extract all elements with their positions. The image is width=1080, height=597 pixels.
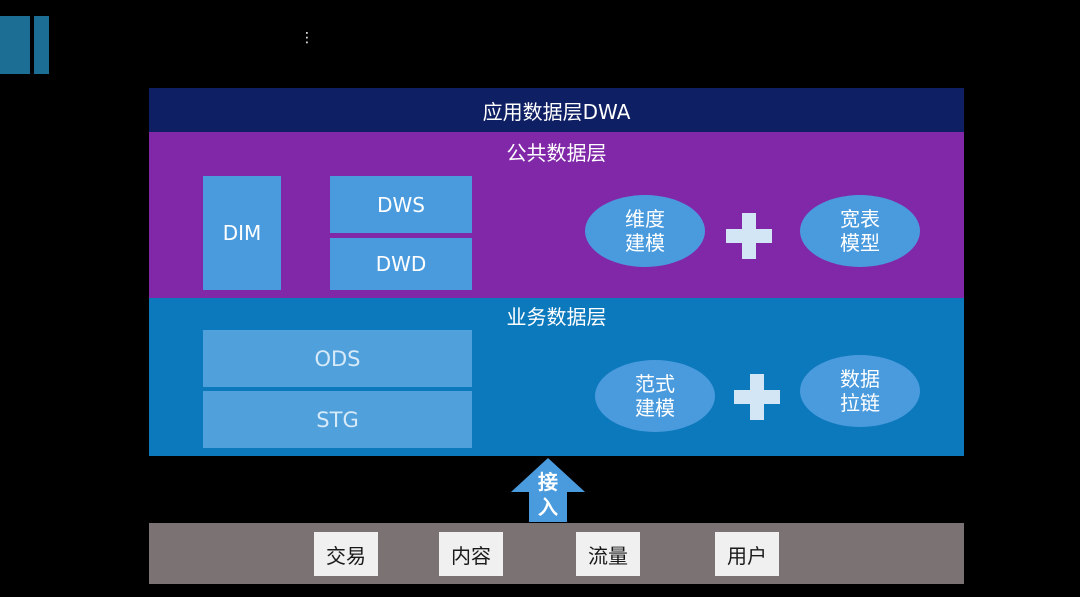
source-label: 内容 (451, 543, 491, 568)
normal-form-modeling-ellipse: 范式 建模 (595, 360, 715, 432)
source-chip-content: 内容 (439, 532, 503, 576)
source-label: 用户 (727, 543, 767, 568)
access-label: 接 入 (530, 470, 566, 520)
data-zipper-ellipse: 数据 拉链 (800, 355, 920, 427)
decorative-bar-left (0, 16, 30, 74)
decorative-bar-right (34, 16, 49, 74)
business-data-layer: 业务数据层 ODS STG 范式 建模 数据 拉链 (149, 298, 964, 456)
ods-box: ODS (203, 330, 472, 387)
common-data-layer: 公共数据层 DIM DWS DWD 维度 建模 宽表 模型 (149, 132, 964, 298)
ellipse-line-2: 拉链 (840, 391, 880, 415)
ellipse-line-1: 范式 (635, 372, 675, 396)
dimension-modeling-ellipse: 维度 建模 (585, 195, 705, 267)
ellipse-line-1: 数据 (840, 367, 880, 391)
ellipse-line-2: 建模 (625, 231, 665, 255)
application-data-layer: 应用数据层DWA (149, 88, 964, 132)
decorative-mark: ⋮ (300, 30, 314, 46)
wide-table-model-ellipse: 宽表 模型 (800, 195, 920, 267)
plus-icon (726, 213, 772, 259)
access-line-2: 入 (538, 495, 558, 519)
source-data-bar: 交易 内容 流量 用户 (149, 523, 964, 584)
business-layer-title: 业务数据层 (506, 305, 607, 329)
source-label: 流量 (588, 543, 628, 568)
ellipse-line-1: 维度 (625, 207, 665, 231)
source-chip-user: 用户 (715, 532, 779, 576)
dwd-box: DWD (330, 238, 472, 290)
dim-box: DIM (203, 176, 281, 290)
ellipse-line-2: 建模 (635, 396, 675, 420)
stg-box: STG (203, 391, 472, 448)
dws-box: DWS (330, 176, 472, 233)
application-layer-title: 应用数据层DWA (482, 100, 631, 124)
ods-label: ODS (314, 346, 361, 371)
dwd-label: DWD (375, 252, 427, 276)
ellipse-line-2: 模型 (840, 231, 880, 255)
common-layer-title: 公共数据层 (506, 141, 607, 165)
stg-label: STG (316, 407, 359, 432)
source-chip-transaction: 交易 (314, 532, 378, 576)
source-label: 交易 (326, 543, 366, 568)
ellipse-line-1: 宽表 (840, 207, 880, 231)
source-chip-traffic: 流量 (576, 532, 640, 576)
access-line-1: 接 (538, 470, 558, 494)
dim-label: DIM (222, 221, 262, 245)
up-arrow-icon (511, 458, 585, 522)
dws-label: DWS (377, 192, 425, 217)
plus-icon (734, 374, 780, 420)
